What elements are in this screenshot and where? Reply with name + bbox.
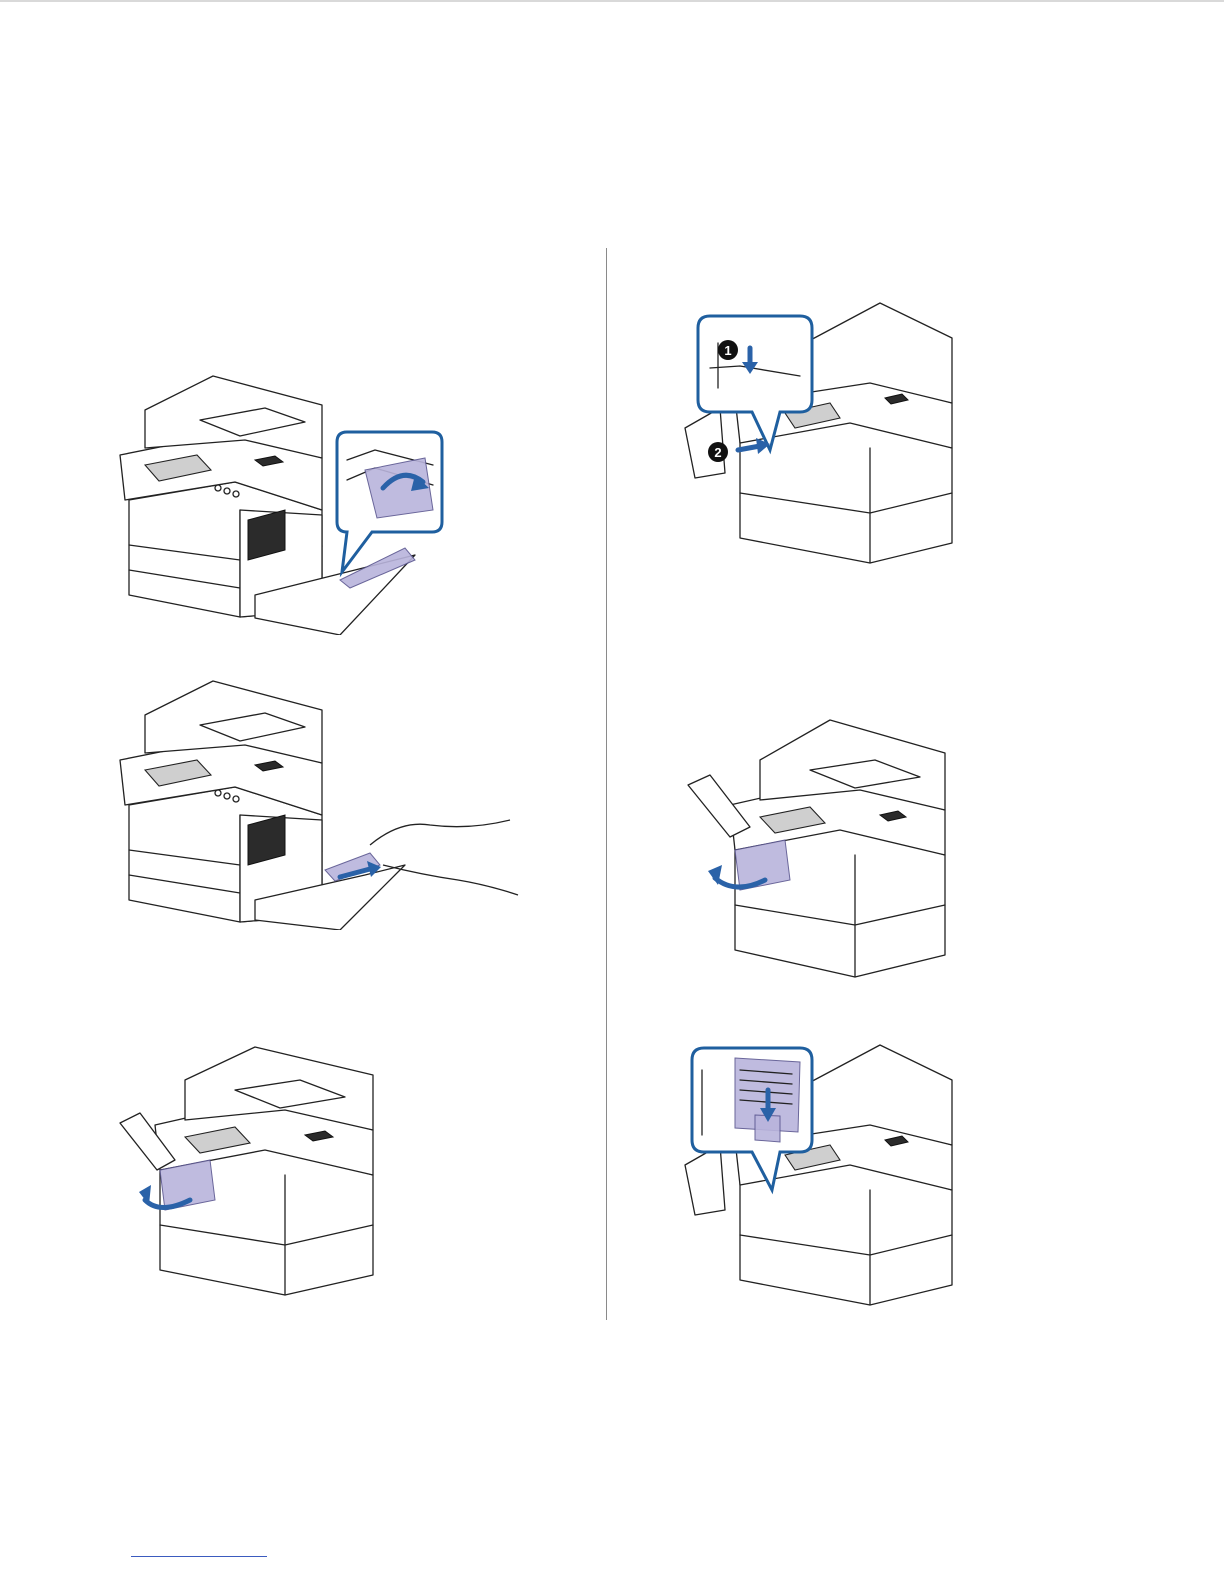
figure-insert-cartridge	[680, 1040, 955, 1308]
footer-link-underline	[131, 1556, 267, 1557]
printer-illustration	[115, 675, 520, 930]
figure-open-front-panel	[115, 1045, 380, 1300]
printer-illustration	[680, 715, 950, 980]
figure-inner-lever: 1 2	[680, 298, 955, 568]
figure-open-side-cover	[115, 370, 445, 635]
printer-illustration	[115, 1045, 380, 1300]
printer-illustration: 1 2	[680, 298, 955, 568]
column-divider	[606, 248, 607, 1320]
step-badge-2-label: 2	[714, 445, 721, 460]
top-rule	[0, 0, 1224, 2]
step-badge-1-label: 1	[724, 343, 731, 358]
printer-illustration	[115, 370, 445, 635]
figure-remove-paper	[115, 675, 520, 930]
figure-open-front-panel-right	[680, 715, 950, 980]
printer-illustration	[680, 1040, 955, 1308]
